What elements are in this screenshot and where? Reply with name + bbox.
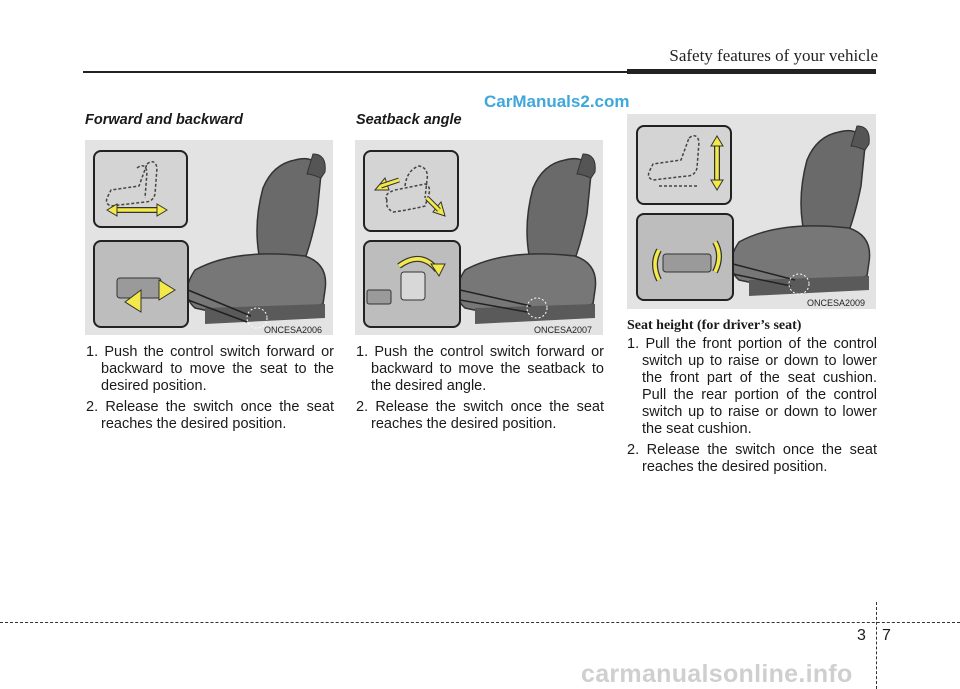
section-heading-seatback-angle: Seatback angle xyxy=(356,112,462,128)
page-number-divider xyxy=(876,602,877,689)
steps-forward-backward: 1. Push the control switch forward or ba… xyxy=(86,344,334,437)
step-item: 1. Push the control switch forward or ba… xyxy=(356,344,604,394)
watermark-bottom: carmanualsonline.info xyxy=(581,660,853,688)
watermark-top: CarManuals2.com xyxy=(484,92,630,111)
figure-forward-backward xyxy=(85,140,333,335)
page-header-title: Safety features of your vehicle xyxy=(669,46,878,65)
figure-seat-height xyxy=(627,114,876,309)
figure-code-2009: ONCESA2009 xyxy=(807,298,866,308)
header-rule xyxy=(83,71,627,73)
figure-code-2006: ONCESA2006 xyxy=(264,325,323,335)
section-heading-forward-backward: Forward and backward xyxy=(85,112,243,128)
steps-seat-height: 1. Pull the front portion of the control… xyxy=(627,336,877,480)
chapter-number: 3 xyxy=(857,627,866,644)
figure-seatback-angle xyxy=(355,140,603,335)
figure-code-2007: ONCESA2007 xyxy=(534,325,593,335)
header-rule-accent xyxy=(627,69,876,74)
page-number: 7 xyxy=(882,627,891,644)
step-item: 2. Release the switch once the seat reac… xyxy=(356,399,605,432)
section-heading-seat-height: Seat height (for driver’s seat) xyxy=(627,318,802,333)
step-item: 2. Release the switch once the seat reac… xyxy=(86,399,335,432)
step-item: 1. Push the control switch forward or ba… xyxy=(86,344,334,394)
step-item: 2. Release the switch once the seat reac… xyxy=(627,442,877,475)
steps-seatback-angle: 1. Push the control switch forward or ba… xyxy=(356,344,604,437)
step-item: 1. Pull the front portion of the control… xyxy=(627,336,877,437)
footer-rule xyxy=(0,622,960,623)
